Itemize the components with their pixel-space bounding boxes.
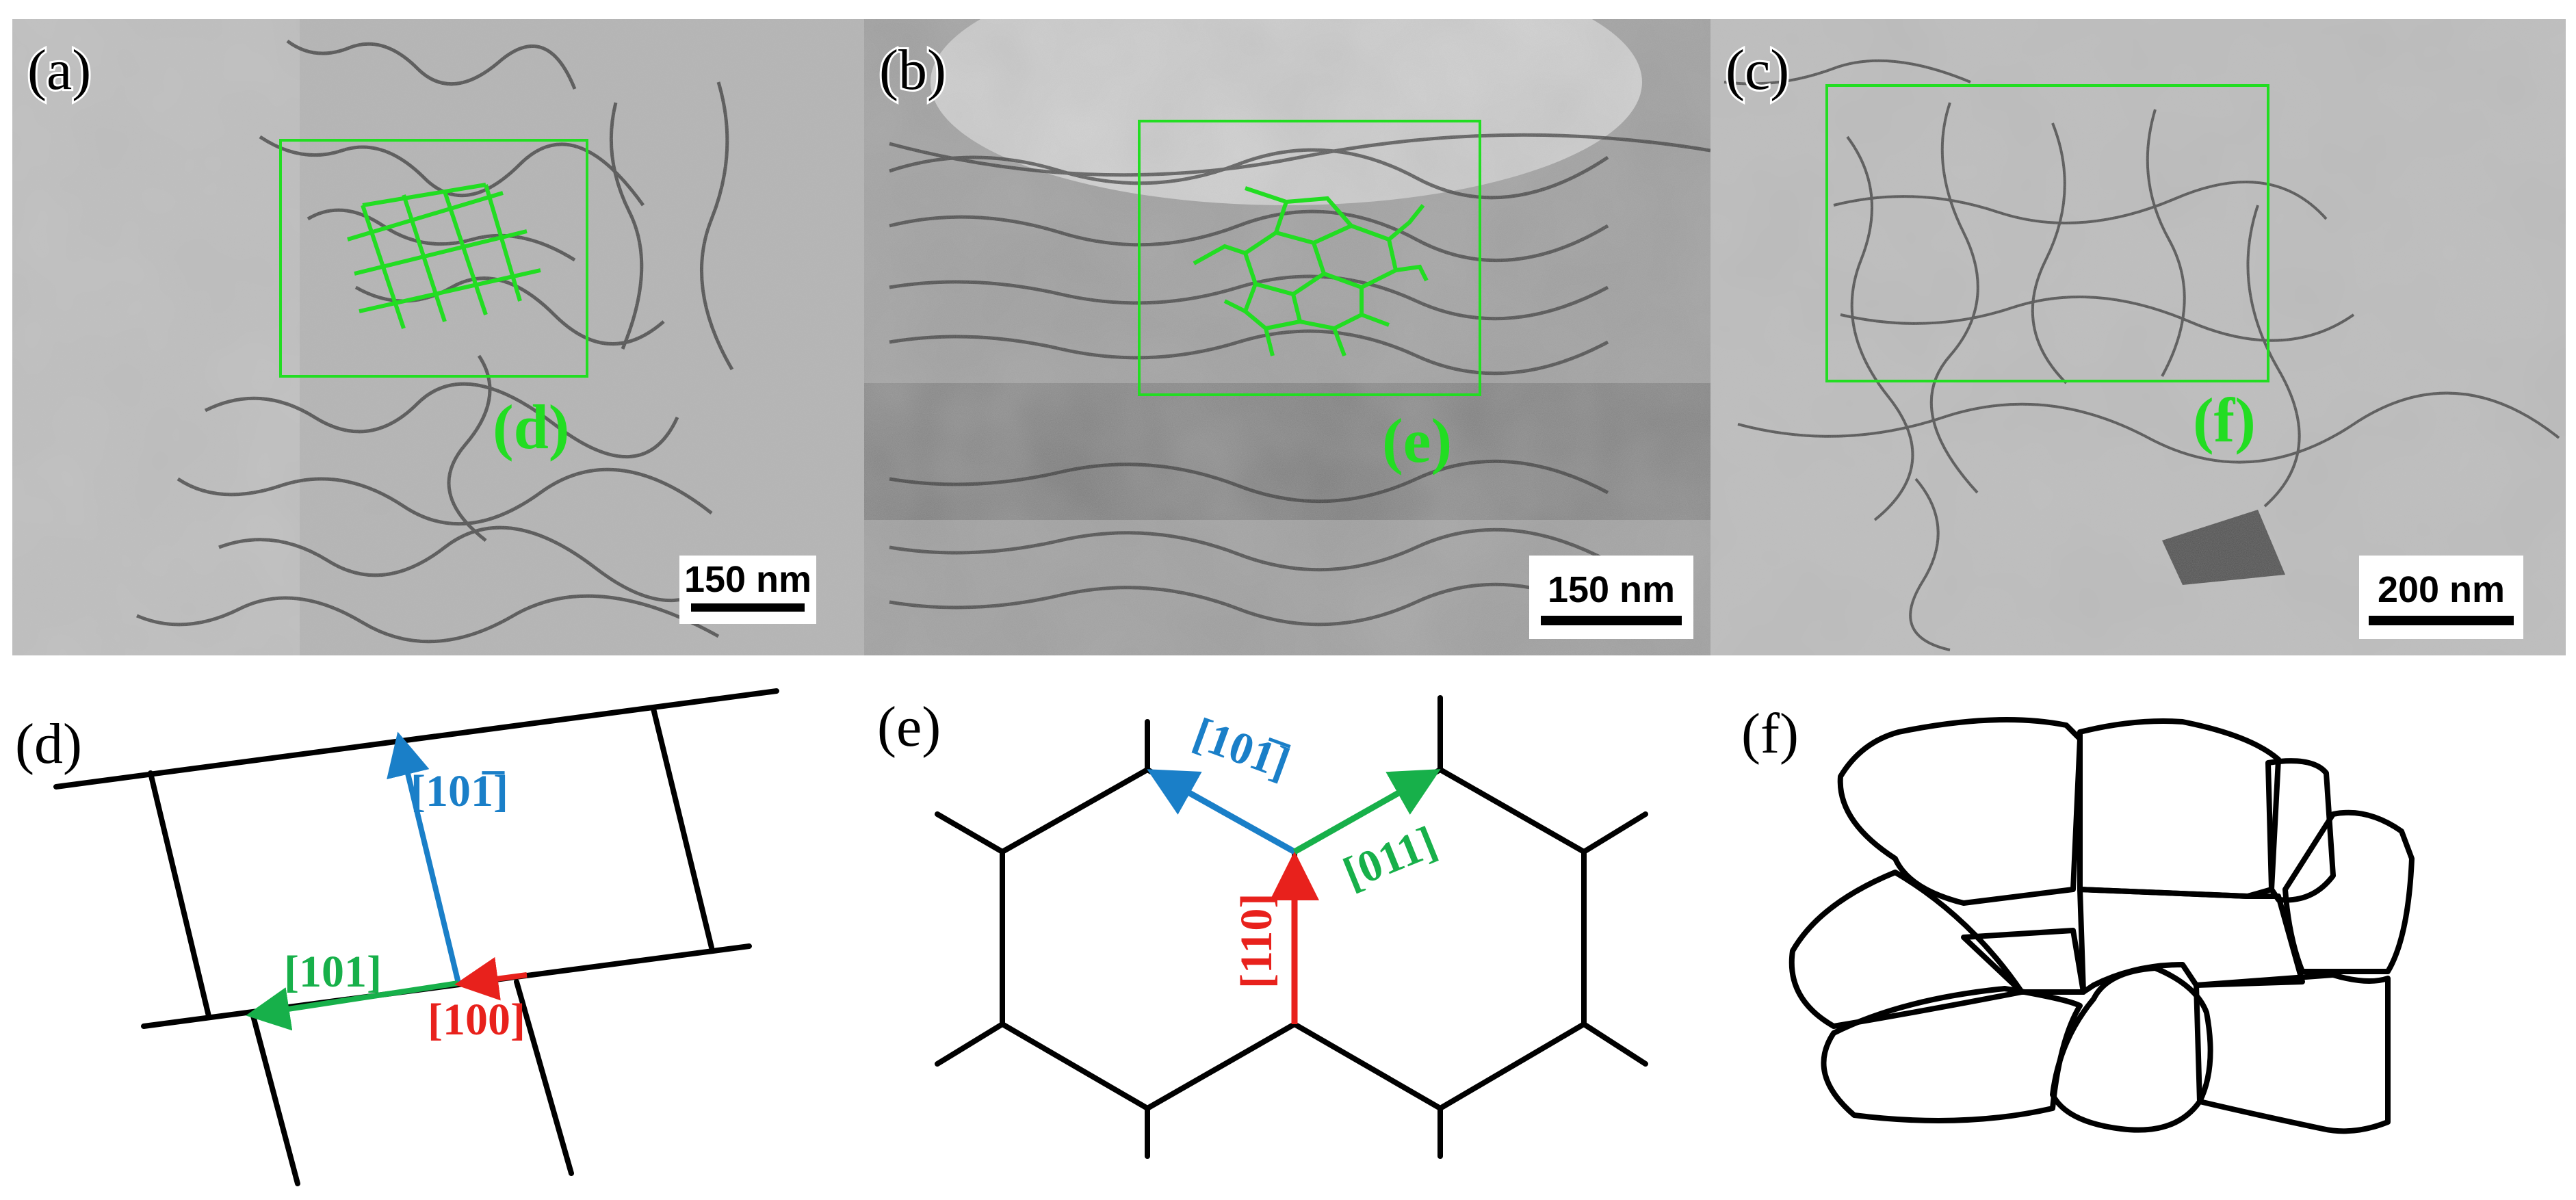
- panel-e-blue-label: [101̅]: [1187, 708, 1296, 788]
- panel-a-box-label: (d): [493, 392, 569, 462]
- panel-e-schematic: (e) [101̅] [011] [110]: [877, 695, 1648, 1159]
- panel-b-micrograph: (e) 150 nm (b): [864, 19, 1710, 655]
- panel-f-schematic: (f): [1741, 702, 2415, 1134]
- panel-d-green-vector: [246, 980, 459, 1031]
- panel-d-blue-label: [101̅]: [411, 766, 508, 816]
- panel-d-schematic: (d) [101̅] [101] [100]: [15, 688, 779, 1186]
- panel-c-micrograph: (f) 200 nm (c): [1710, 19, 2566, 655]
- panel-e-green-vector: [1292, 769, 1441, 855]
- panel-d-green-label: [101]: [284, 947, 382, 997]
- panel-e-label: (e): [877, 695, 941, 759]
- panel-d-blue-vector: [387, 731, 461, 984]
- panel-b-box-label: (e): [1382, 406, 1452, 475]
- panel-d-red-label: [100]: [428, 995, 525, 1045]
- panel-a-micrograph: (d) 150 nm (a): [12, 19, 864, 655]
- panel-c-box-label: (f): [2193, 385, 2256, 455]
- panel-d-label: (d): [15, 712, 82, 776]
- panel-c-label: (c): [1726, 38, 1789, 102]
- panel-b-scale-bar-label: 150 nm: [1548, 569, 1675, 610]
- panel-e-green-label: [011]: [1336, 817, 1444, 899]
- panel-e-red-label: [110]: [1232, 894, 1282, 989]
- panel-e-blue-vector: [1147, 769, 1297, 855]
- panel-a-label: (a): [27, 38, 91, 102]
- panel-c-scale-bar-label: 200 nm: [2378, 569, 2505, 610]
- panel-d-red-vector: [454, 956, 528, 1001]
- panel-b-label: (b): [879, 38, 946, 102]
- panel-a-scale-bar-label: 150 nm: [684, 559, 811, 600]
- panel-f-label: (f): [1741, 702, 1799, 766]
